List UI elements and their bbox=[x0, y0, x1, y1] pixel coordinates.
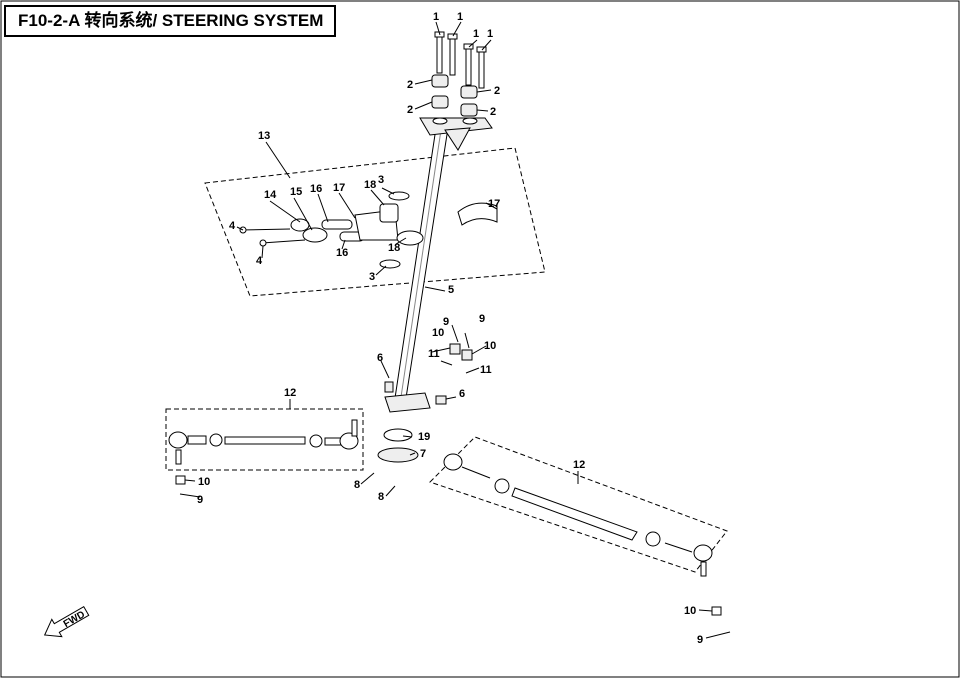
callout-label: 9 bbox=[479, 313, 485, 325]
left-tie-rod bbox=[168, 419, 359, 485]
clamp-bolts bbox=[434, 31, 487, 89]
group-13-parts bbox=[239, 191, 498, 269]
callout-label: 9 bbox=[197, 494, 203, 506]
callout-label: 1 bbox=[457, 11, 463, 23]
lower-bracket bbox=[377, 381, 447, 463]
callout-label: 14 bbox=[264, 189, 277, 201]
callout-label: 2 bbox=[494, 85, 500, 97]
steering-column-shaft bbox=[394, 127, 449, 399]
callout-label: 2 bbox=[407, 104, 413, 116]
callout-label: 18 bbox=[388, 242, 400, 254]
callout-label: 8 bbox=[378, 491, 384, 503]
callout-label: 11 bbox=[428, 348, 440, 360]
callout-label: 11 bbox=[480, 364, 492, 376]
callout-label: 15 bbox=[290, 186, 302, 198]
callout-label: 16 bbox=[310, 183, 322, 195]
callout-label: 2 bbox=[490, 106, 496, 118]
callout-label: 13 bbox=[258, 130, 270, 142]
callout-label: 7 bbox=[420, 448, 426, 460]
callout-label: 3 bbox=[378, 174, 384, 186]
right-tie-rod bbox=[443, 453, 722, 616]
callout-label: 3 bbox=[369, 271, 375, 283]
callout-label: 10 bbox=[484, 340, 496, 352]
group-12-left-box bbox=[165, 408, 364, 471]
fwd-arrow-icon: FWD bbox=[43, 605, 90, 638]
fwd-label: FWD bbox=[62, 609, 87, 630]
callout-label: 10 bbox=[198, 476, 210, 488]
callout-label: 4 bbox=[229, 220, 236, 232]
diagram-title: F10-2-A 转向系统/ STEERING SYSTEM bbox=[4, 5, 336, 37]
callout-labels: 1 1 1 1 2 2 2 2 13 3 3 14 15 16 16 17 17… bbox=[197, 11, 703, 646]
callout-label: 5 bbox=[448, 284, 454, 296]
callout-label: 17 bbox=[488, 198, 500, 210]
callout-label: 10 bbox=[684, 605, 696, 617]
callout-label: 12 bbox=[573, 459, 585, 471]
group-12-right-box bbox=[429, 436, 728, 573]
callout-label: 6 bbox=[459, 388, 465, 400]
callout-label: 17 bbox=[333, 182, 345, 194]
center-nuts bbox=[449, 324, 473, 361]
callout-label: 9 bbox=[697, 634, 703, 646]
handlebar-clamp-base bbox=[419, 117, 493, 151]
clamp-halves bbox=[431, 74, 478, 117]
callout-label: 9 bbox=[443, 316, 449, 328]
callout-label: 1 bbox=[433, 11, 439, 23]
callout-label: 2 bbox=[407, 79, 413, 91]
callout-label: 19 bbox=[418, 431, 430, 443]
callout-label: 12 bbox=[284, 387, 296, 399]
callout-label: 4 bbox=[256, 255, 263, 267]
callout-label: 10 bbox=[432, 327, 444, 339]
callout-label: 6 bbox=[377, 352, 383, 364]
group-13-box bbox=[204, 147, 546, 297]
callout-label: 16 bbox=[336, 247, 348, 259]
callout-label: 8 bbox=[354, 479, 360, 491]
callout-label: 1 bbox=[487, 28, 493, 40]
callout-label: 1 bbox=[473, 28, 479, 40]
callout-label: 18 bbox=[364, 179, 376, 191]
leader-lines bbox=[179, 21, 731, 639]
